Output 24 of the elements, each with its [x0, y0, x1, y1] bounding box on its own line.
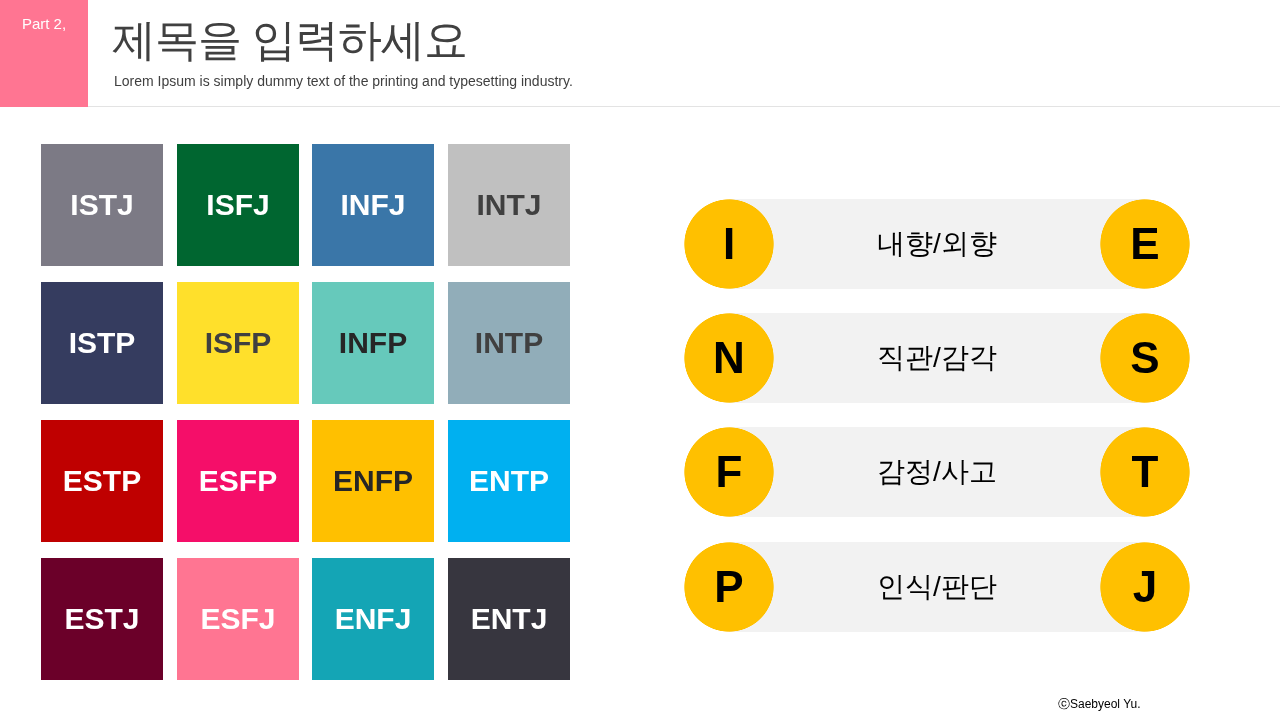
title: 제목을 입력하세요 [112, 14, 468, 66]
type-tile: ISFJ [177, 144, 299, 266]
pill-bar: 내향/외향 [774, 199, 1100, 289]
type-tile: ENTP [448, 420, 570, 542]
type-tile: ESTJ [41, 558, 163, 680]
type-tile: INFJ [312, 144, 434, 266]
type-tile: ENFJ [312, 558, 434, 680]
type-tile: ENTJ [448, 558, 570, 680]
type-tile: ISFP [177, 282, 299, 404]
type-tile: INTJ [448, 144, 570, 266]
pill-bar: 인식/판단 [774, 542, 1100, 632]
type-tile: ESFJ [177, 558, 299, 680]
type-tile: ESFP [177, 420, 299, 542]
pill-bar: 감정/사고 [774, 427, 1100, 517]
type-tile: ESTP [41, 420, 163, 542]
section-tab: Part 2, [0, 0, 88, 107]
type-tile: INTP [448, 282, 570, 404]
copyright-note: ⓒSaebyeol Yu. [1058, 696, 1141, 712]
subtitle: Lorem Ipsum is simply dummy text of the printing and typesetting industry. [114, 72, 573, 90]
pill-bar: 직관/감각 [774, 313, 1100, 403]
type-tile: INFP [312, 282, 434, 404]
type-tile: ISTP [41, 282, 163, 404]
type-tile: ISTJ [41, 144, 163, 266]
type-tile: ENFP [312, 420, 434, 542]
